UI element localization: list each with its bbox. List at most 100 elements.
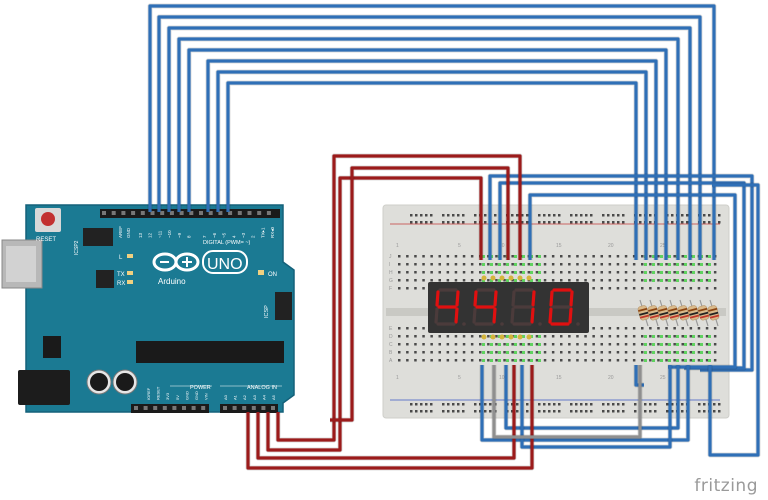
breadboard-row-letter: C (389, 342, 393, 348)
breadboard-column-number: 25 (660, 243, 666, 249)
aref-label: AREF (118, 226, 123, 238)
display-segment (568, 307, 573, 324)
breadboard-column-number: 20 (608, 243, 614, 249)
red-wire (266, 176, 483, 452)
display-pin (508, 334, 514, 340)
display-pin (499, 275, 505, 281)
display-pin (517, 334, 523, 340)
digital-pin-label: 4 (231, 235, 236, 238)
power-jack (18, 370, 70, 405)
analog-pin-label: A1 (233, 394, 238, 400)
display-segment (549, 290, 554, 307)
breadboard-row-letter: E (389, 326, 393, 332)
display-segment (492, 307, 497, 324)
display-pin (526, 334, 532, 340)
digital-pin-label: ~5 (222, 232, 227, 238)
display-segment (454, 307, 459, 324)
analog-pin-label: A0 (223, 394, 228, 400)
display-pin (490, 275, 496, 281)
breadboard-column-number: 5 (458, 375, 461, 381)
blue-wire (148, 4, 716, 260)
blue-wire (520, 365, 672, 449)
power-label: POWER (190, 385, 211, 391)
red-wire-bundle (245, 153, 535, 471)
seven-segment-display (428, 275, 589, 340)
blue-wire (206, 59, 658, 260)
digital-label: DIGITAL (PWM= ~) (203, 240, 251, 246)
breadboard-row-letter: H (389, 270, 393, 276)
analog-pin-label: A2 (242, 394, 247, 400)
display-pin (481, 275, 487, 281)
digital-pin-label: RX◂0 (270, 226, 275, 238)
display-segment (530, 307, 535, 324)
blue-wire (157, 15, 702, 260)
display-segment (435, 290, 440, 307)
digital-pin-label: ~3 (241, 232, 246, 238)
icsp-label: ICSP (264, 305, 270, 318)
decimal-point (500, 322, 504, 326)
l-led-label: L (119, 255, 123, 261)
power-pin-label: RESET (156, 386, 161, 400)
blue-wire (708, 183, 760, 457)
red-wire (246, 365, 534, 470)
display-segment (548, 307, 553, 324)
gnd-label: GND (126, 227, 131, 238)
decimal-point (576, 322, 580, 326)
breadboard-row-letter: G (389, 278, 393, 284)
display-pin (499, 334, 505, 340)
display-pin (508, 275, 514, 281)
icsp2-label: ICSP2 (74, 240, 80, 255)
on-led-label: ON (268, 272, 277, 278)
power-pin-label: IOREF (146, 387, 151, 400)
analog-label: ANALOG IN (247, 385, 277, 391)
digital-pin-label: ~11 (157, 230, 162, 238)
breadboard-column-number: 1 (396, 375, 399, 381)
blue-wire (480, 365, 690, 442)
blue-wire (488, 174, 754, 372)
display-pin (526, 275, 532, 281)
gray-wire-bundle (491, 365, 643, 440)
analog-pin-label: A4 (261, 394, 266, 400)
analog-header (220, 404, 278, 413)
decimal-point (538, 322, 542, 326)
breadboard-row-letter: B (389, 350, 393, 356)
breadboard-column-number: 20 (608, 375, 614, 381)
digital-pin-label: ~10 (167, 230, 172, 238)
icsp2-header (83, 228, 113, 246)
display-segment (531, 290, 536, 307)
red-wire (256, 365, 516, 460)
blue-wire (226, 81, 638, 260)
usb-chip (96, 270, 114, 288)
voltage-regulator (43, 336, 61, 358)
digital-pin-label: 8 (187, 235, 192, 238)
atmega-chip (136, 341, 284, 363)
uno-label: UNO (207, 256, 243, 273)
breadboard-row-letter: J (389, 254, 392, 260)
red-wire (276, 154, 522, 442)
blue-wire (528, 193, 737, 369)
display-pin (481, 334, 487, 340)
breadboard-column-number: 5 (458, 243, 461, 249)
digital-pin-label: TX▸1 (260, 227, 265, 238)
gray-wire (492, 365, 642, 439)
display-segment (473, 290, 478, 307)
blue-wire-bundle (147, 3, 761, 458)
power-header (131, 404, 209, 413)
display-segment (455, 290, 460, 307)
power-pin-label: 3V3 (165, 392, 170, 400)
digital-pin-label: ~9 (177, 232, 182, 238)
tx-led-label: TX (117, 272, 125, 278)
breadboard-column-number: 1 (396, 243, 399, 249)
display-pin (517, 275, 523, 281)
breadboard-row-letter: I (389, 262, 390, 268)
breadboard-column-number: 10 (499, 243, 505, 249)
digital-pin-label: 12 (148, 232, 153, 238)
fritzing-watermark: fritzing (694, 476, 758, 496)
power-pin-label: GND (194, 391, 199, 400)
arduino-brand-label: Arduino (158, 277, 186, 286)
blue-wire (216, 70, 648, 260)
breadboard-row-letter: D (389, 334, 393, 340)
reset-label: RESET (36, 237, 56, 243)
